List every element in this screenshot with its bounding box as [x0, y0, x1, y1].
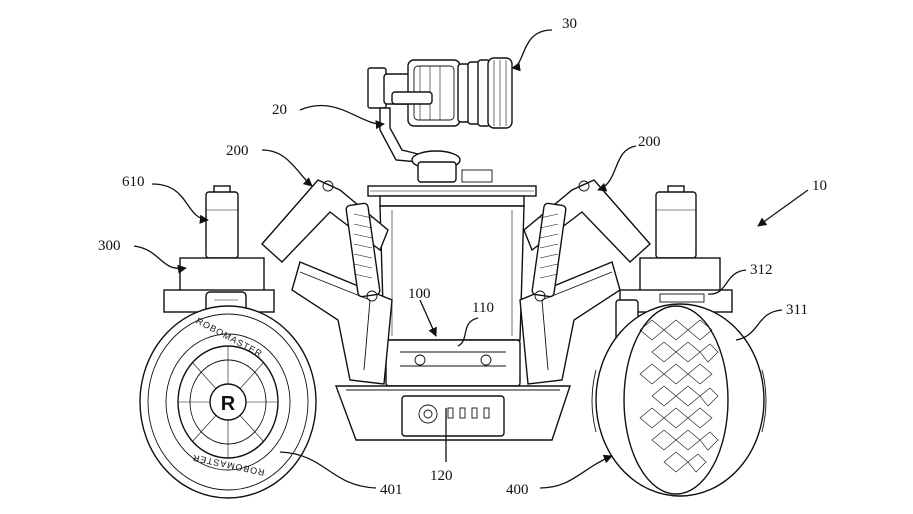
steering-motor-left — [205, 185, 239, 259]
label-20: 20 — [272, 102, 287, 118]
gimbal-camera — [367, 57, 513, 129]
label-120: 120 — [430, 468, 453, 484]
gimbal-arm — [379, 107, 493, 183]
label-10: 10 — [812, 178, 827, 194]
suspension-left — [261, 179, 393, 385]
label-311: 311 — [786, 302, 808, 318]
wheel-right — [591, 303, 767, 497]
label-401: 401 — [380, 482, 403, 498]
reference-labels: 30 20 200 200 610 10 300 312 100 110 311… — [98, 16, 827, 498]
label-610: 610 — [122, 174, 145, 190]
top-plate — [367, 185, 537, 207]
label-312: 312 — [750, 262, 773, 278]
label-100: 100 — [408, 286, 431, 302]
central-body — [379, 205, 525, 387]
label-110: 110 — [472, 300, 494, 316]
label-30: 30 — [562, 16, 577, 32]
lower-chassis — [334, 385, 571, 441]
wheel-logo: R — [221, 393, 236, 415]
label-200-right: 200 — [638, 134, 661, 150]
steering-motor-right — [655, 185, 697, 259]
suspension-right — [519, 179, 651, 385]
leader-lines — [133, 29, 809, 489]
label-300: 300 — [98, 238, 121, 254]
label-200-left: 200 — [226, 143, 249, 159]
wheel-left: R ROBOMASTER ROBOMASTER — [139, 305, 317, 499]
label-400: 400 — [506, 482, 529, 498]
